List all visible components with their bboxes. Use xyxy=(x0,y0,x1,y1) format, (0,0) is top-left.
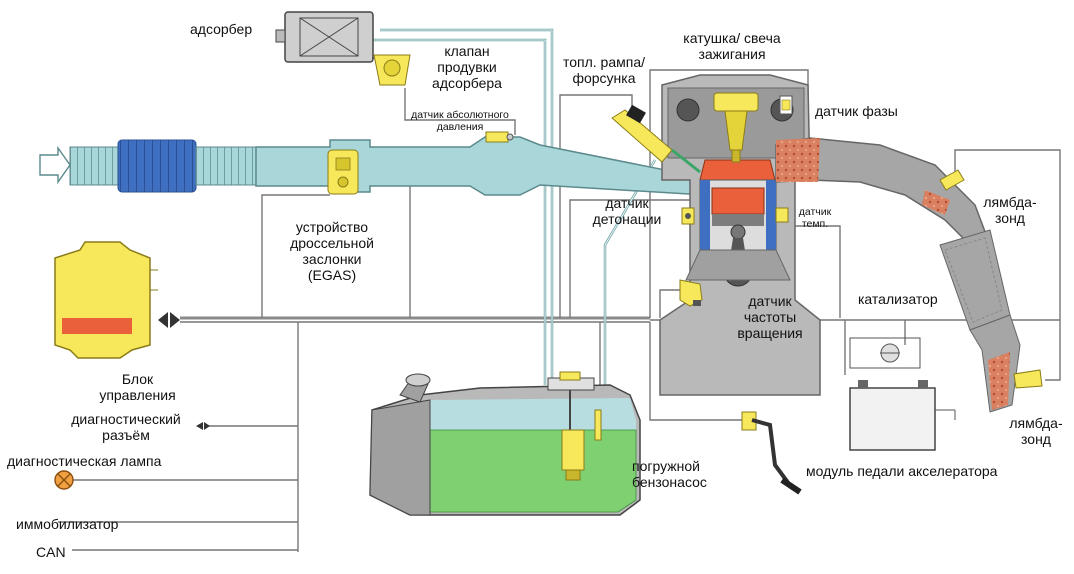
label-lambda-lower: лямбда- зонд xyxy=(1009,415,1063,447)
label-control-unit: Блок управления xyxy=(99,371,176,403)
phase-sensor-icon xyxy=(779,95,793,115)
label-catalyst: катализатор xyxy=(858,291,938,307)
diag-lamp-icon xyxy=(54,470,74,490)
lambda-sensor-lower-icon xyxy=(1013,369,1043,389)
label-coil-plug: катушка/ свеча зажигания xyxy=(683,30,781,62)
diag-connector-icon xyxy=(196,422,210,430)
label-lambda-upper: лямбда- зонд xyxy=(983,194,1037,226)
temp-sensor-icon xyxy=(775,207,789,223)
map-sensor-icon xyxy=(485,131,514,143)
control-unit-icon xyxy=(54,241,158,359)
fuel-tank xyxy=(369,373,641,516)
label-abs-pressure-sensor: датчик абсолютного давления xyxy=(411,109,509,133)
relay-icon xyxy=(849,337,921,369)
throttle-body-icon xyxy=(327,149,359,195)
label-immobilizer: иммобилизатор xyxy=(16,516,119,532)
intake-tract xyxy=(69,136,706,196)
label-pedal-module: модуль педали акселератора xyxy=(806,463,998,479)
label-phase-sensor: датчик фазы xyxy=(815,103,898,119)
label-diag-lamp: диагностическая лампа xyxy=(7,453,162,469)
label-temp-sensor: датчик темп. xyxy=(798,206,832,230)
label-purge-valve: клапан продувки адсорбера xyxy=(432,43,502,91)
purge-valve-icon xyxy=(372,54,411,86)
battery-icon xyxy=(849,380,956,451)
air-inlet-arrow xyxy=(39,145,71,185)
label-throttle: устройство дроссельной заслонки (EGAS) xyxy=(290,219,374,283)
ignition-coil-icon xyxy=(713,92,759,163)
lambda-sensor-upper-icon xyxy=(939,169,965,191)
adsorber-canister xyxy=(275,11,374,63)
accelerator-pedal-icon xyxy=(741,411,802,495)
fuel-pump-icon xyxy=(547,371,602,481)
injector-icon xyxy=(611,104,701,174)
label-fuel-pump: погружной бензонасос xyxy=(632,458,707,490)
ecu-connector-arrows-icon xyxy=(158,312,180,328)
label-knock-sensor: датчик детонации xyxy=(592,195,662,227)
label-fuel-rail: топл. рампа/ форсунка xyxy=(562,54,646,86)
knock-sensor-icon xyxy=(681,207,695,225)
label-can: CAN xyxy=(36,544,66,560)
label-crank-sensor: датчик частоты вращения xyxy=(737,293,803,341)
label-diag-connector: диагностический разъём xyxy=(71,411,181,443)
exhaust-system xyxy=(775,137,1021,413)
crank-sensor-icon xyxy=(679,279,703,307)
label-adsorber: адсорбер xyxy=(190,21,253,37)
